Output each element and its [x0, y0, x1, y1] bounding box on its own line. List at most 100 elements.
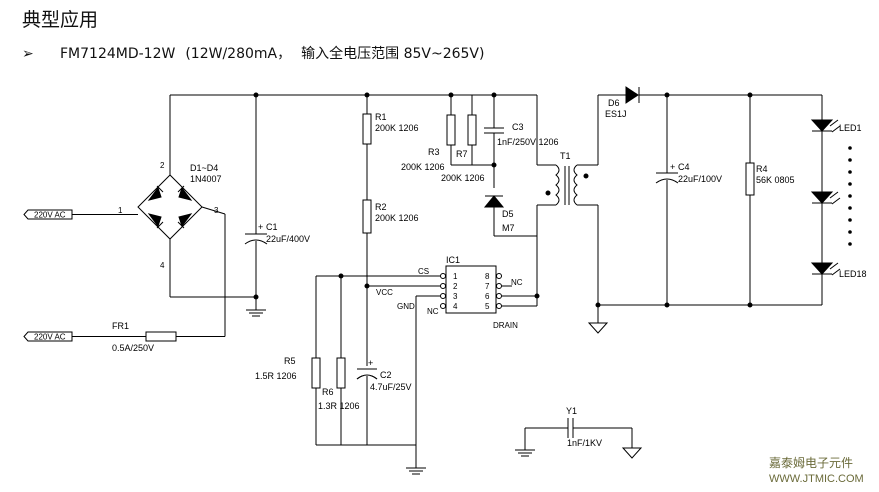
c2-ref: C2: [380, 370, 392, 380]
diode-d5: D5 M7: [483, 195, 515, 236]
ic1-pin-5: 5: [485, 302, 490, 311]
junction-dot: [364, 283, 370, 289]
c2-value: 4.7uF/25V: [370, 382, 412, 392]
r1-ref: R1: [375, 112, 387, 122]
c4-plus: +: [670, 162, 675, 172]
ac-terminal-top-shape: [23, 209, 73, 220]
ground-primary: [406, 467, 426, 475]
bridge-diode-4: [178, 213, 193, 228]
c2-plus: +: [368, 358, 373, 368]
ic1-vcc-label: VCC: [376, 288, 393, 297]
led18-symbol: [810, 262, 834, 275]
r4-ref: R4: [756, 164, 768, 174]
resistor-r3: R3 200K 1206: [401, 95, 456, 172]
ac-terminal-bottom-shape: [23, 331, 73, 342]
r6-value: 1.3R 1206: [318, 401, 360, 411]
capacitor-y1: Y1 1nF/1KV: [515, 406, 643, 459]
resistor-r2: R2 200K 1206: [362, 199, 419, 445]
ground-c1: [246, 309, 266, 317]
ic1-nc-right-label: NC: [511, 278, 523, 287]
bridge-pin-1: 1: [118, 206, 123, 215]
ic1-pin-2: 2: [453, 282, 458, 291]
d5-value: M7: [502, 223, 515, 233]
ic1-cs-label: CS: [418, 267, 429, 276]
resistor-r1: R1 200K 1206: [362, 95, 419, 200]
ic1-controller: IC1 1 2 3 4 8 7 6 5 CS VCC GND NC NC DRA…: [376, 255, 523, 330]
y1-value: 1nF/1KV: [567, 438, 602, 448]
transformer-t1: T1: [536, 95, 599, 323]
ic1-pin-8: 8: [485, 272, 490, 281]
bridge-diode-1: [147, 186, 162, 201]
ic1-drain-label: DRAIN: [493, 321, 518, 330]
ic1-pin-1: 1: [453, 272, 458, 281]
junction-dot: [664, 302, 670, 308]
c1-value: 22uF/400V: [266, 234, 310, 244]
junction-dot: [491, 162, 497, 168]
r4-value: 56K 0805: [756, 175, 795, 185]
ic1-pin-4: 4: [453, 302, 458, 311]
r7-value: 200K 1206: [441, 173, 485, 183]
r2-value: 200K 1206: [375, 213, 419, 223]
resistor-r4: R4 56K 0805: [745, 95, 795, 305]
capacitor-c3: C3 1nF/250V 1206: [484, 95, 559, 188]
page-title: 典型应用: [22, 9, 99, 31]
product-spec: (12W/280mA，: [185, 46, 292, 62]
led1-symbol: [810, 119, 834, 132]
fuse-value: 0.5A/250V: [112, 343, 154, 353]
bridge-pin-2: 2: [160, 161, 165, 170]
r3-ref: R3: [428, 147, 440, 157]
bridge-pin-3: 3: [214, 206, 219, 215]
d6-value: ES1J: [605, 109, 627, 119]
bullet-arrow-icon: ➢: [22, 46, 34, 62]
junction-dot: [534, 293, 540, 299]
led-string: LED1 LED18: [810, 95, 867, 305]
ic1-ref: IC1: [446, 255, 460, 265]
r5-ref: R5: [284, 356, 296, 366]
bridge-diode-2: [178, 186, 193, 201]
junction-dot: [595, 302, 601, 308]
ic1-pin-7: 7: [485, 282, 490, 291]
c1-ref: C1: [266, 222, 278, 232]
r3-value: 200K 1206: [401, 162, 445, 172]
diode-d6: D6 ES1J: [598, 86, 822, 119]
product-line: ➢FM7124MD-12W(12W/280mA，输入全电压范围 85V~265V…: [22, 43, 484, 63]
r5-value: 1.5R 1206: [255, 371, 297, 381]
ac-terminal-bottom-label: 220V AC: [34, 333, 66, 342]
ic1-pin-6: 6: [485, 292, 490, 301]
bridge-value: 1N4007: [190, 174, 222, 184]
c4-ref: C4: [678, 162, 690, 172]
ic1-gnd-label: GND: [397, 302, 415, 311]
capacitor-c4: + C4 22uF/100V: [655, 95, 722, 305]
ic1-nc-left-label: NC: [427, 307, 439, 316]
ac-input-top: 220V AC: [23, 209, 138, 220]
c3-ref: C3: [512, 122, 524, 132]
c3-value: 1nF/250V 1206: [497, 137, 559, 147]
resistor-r7: R7 200K 1206: [441, 95, 485, 183]
r6-ref: R6: [322, 387, 334, 397]
bridge-diode-3: [147, 213, 162, 228]
r1-value: 200K 1206: [375, 123, 419, 133]
bridge-pin-4: 4: [160, 261, 165, 270]
c1-plus: +: [258, 222, 263, 232]
fuse-body: [145, 331, 177, 342]
r2-ref: R2: [375, 202, 387, 212]
fuse-ref: FR1: [112, 321, 129, 331]
d6-ref: D6: [608, 98, 620, 108]
r7-ref: R7: [456, 149, 468, 159]
capacitor-c1: + C1 22uF/400V: [244, 95, 310, 310]
resistor-r5: R5 1.5R 1206: [255, 356, 321, 445]
led1-label: LED1: [839, 123, 862, 133]
ac-terminal-top-label: 220V AC: [34, 211, 66, 220]
led-mid-symbol: [810, 191, 834, 204]
c4-value: 22uF/100V: [678, 174, 722, 184]
input-voltage-range: 输入全电压范围 85V~265V): [301, 46, 485, 62]
bridge-rectifier: 1 2 3 4 D1~D4 1N4007: [118, 95, 226, 297]
junction-dot: [338, 273, 344, 279]
bridge-outline: [137, 174, 203, 240]
watermark-url: WWW.JTMIC.COM: [769, 473, 864, 485]
fuse-fr1: FR1 0.5A/250V: [112, 214, 226, 353]
junction-dot: [747, 302, 753, 308]
ic1-pin-3: 3: [453, 292, 458, 301]
